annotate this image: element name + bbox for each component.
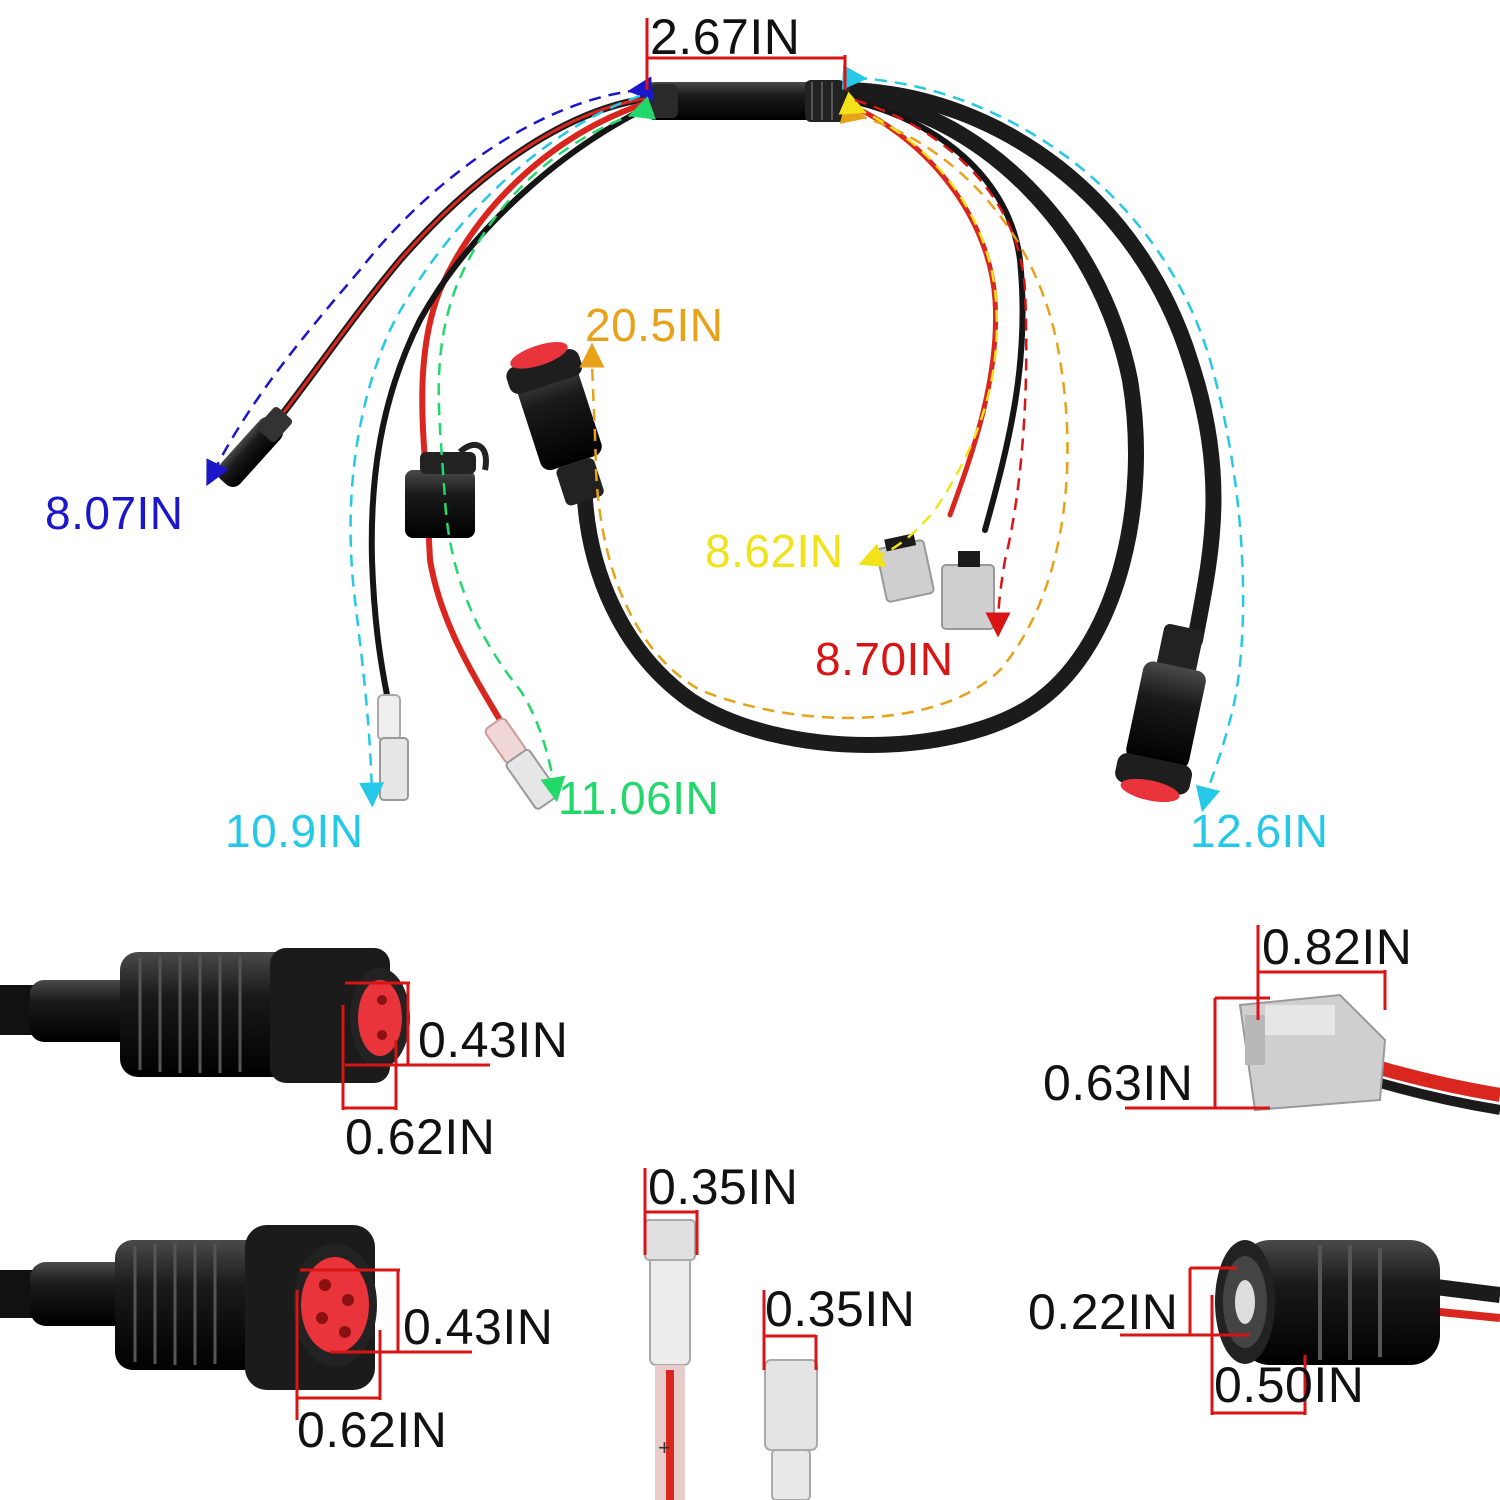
negative-spade-terminal bbox=[377, 694, 409, 801]
round-top-depth-label: 0.43IN bbox=[418, 1012, 569, 1068]
negative-lead-length-label: 10.9IN bbox=[225, 805, 364, 857]
cables bbox=[266, 82, 1222, 753]
measure-dc-lead bbox=[206, 76, 654, 487]
dc-barrel-inner-label: 0.22IN bbox=[1028, 1284, 1179, 1340]
plus-mark: + bbox=[658, 1435, 671, 1460]
red-plug-lead-label: 8.70IN bbox=[815, 633, 954, 685]
dc-barrel-connector bbox=[216, 406, 293, 487]
threaded-sleeve bbox=[120, 952, 295, 1077]
transducer-lead-length-label: 12.6IN bbox=[1190, 805, 1329, 857]
threaded-sleeve-2 bbox=[115, 1240, 265, 1370]
positive-lead-length-label: 11.06IN bbox=[558, 772, 720, 824]
grey-quick-plug-1 bbox=[875, 533, 935, 603]
detail-spade-terminal-2 bbox=[762, 1290, 818, 1500]
round-bottom-depth-label: 0.43IN bbox=[403, 1299, 554, 1355]
quick-plug-width-label: 0.82IN bbox=[1262, 919, 1413, 975]
measure-trolling-lead bbox=[579, 99, 1069, 720]
yellow-plug-lead-label: 8.62IN bbox=[705, 525, 844, 577]
detail-quick-plug bbox=[1125, 925, 1500, 1115]
round-top-diameter-label: 0.62IN bbox=[345, 1109, 496, 1165]
splitter-body bbox=[645, 80, 850, 122]
measure-negative-lead bbox=[349, 94, 641, 808]
detail-round-connector-bottom bbox=[0, 1225, 472, 1420]
round-bottom-diameter-label: 0.62IN bbox=[297, 1402, 448, 1458]
measure-yellow-plug-lead bbox=[838, 91, 999, 567]
measure-lines bbox=[206, 64, 1245, 813]
detail-spade-terminal-1: + bbox=[643, 1168, 699, 1500]
measure-positive-lead bbox=[437, 96, 656, 803]
trolling-lead-length-label: 20.5IN bbox=[585, 299, 724, 351]
spade-1-width-label: 0.35IN bbox=[648, 1159, 799, 1215]
grey-quick-plug-2 bbox=[941, 551, 995, 630]
quick-plug-height-label: 0.63IN bbox=[1043, 1055, 1194, 1111]
splitter-length-bracket bbox=[645, 18, 847, 90]
trolling-motor-connector bbox=[506, 342, 604, 506]
transducer-connector bbox=[1115, 624, 1206, 803]
splitter-length-label: 2.67IN bbox=[650, 9, 801, 65]
dc-barrel-outer-label: 0.50IN bbox=[1214, 1357, 1365, 1413]
measure-red-plug-lead bbox=[854, 98, 1028, 638]
detail-dc-barrel bbox=[1120, 1240, 1500, 1415]
detail-round-connector-top bbox=[0, 948, 490, 1110]
dc-lead-length-label: 8.07IN bbox=[45, 487, 184, 539]
spade-2-width-label: 0.35IN bbox=[765, 1281, 916, 1337]
